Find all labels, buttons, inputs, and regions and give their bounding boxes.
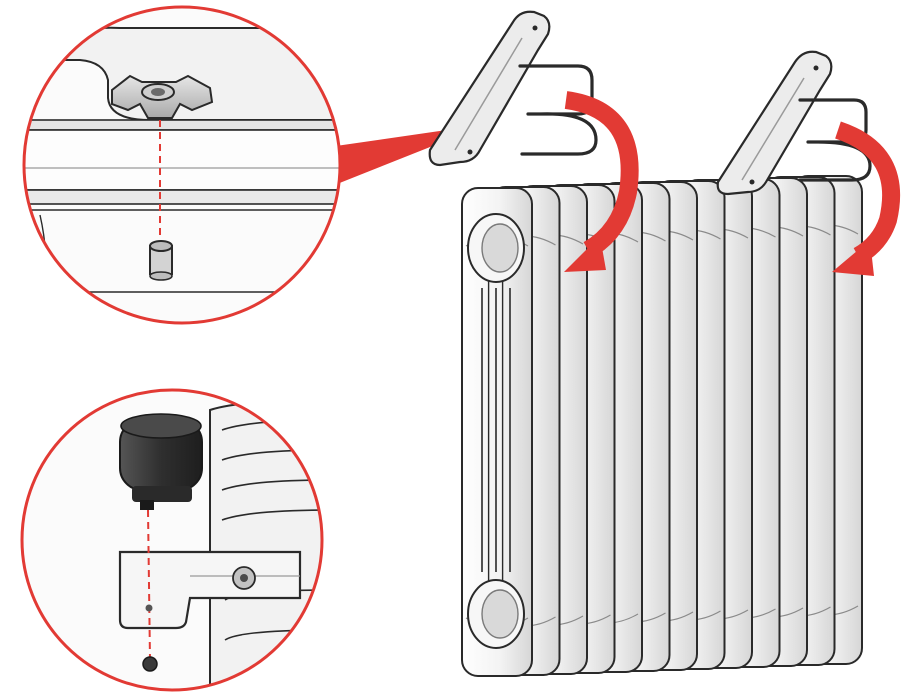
bracket-left bbox=[428, 10, 598, 167]
arrow-left bbox=[564, 91, 639, 272]
callout-fins bbox=[209, 398, 322, 690]
threaded-stud bbox=[149, 240, 173, 281]
radiator-front-caps bbox=[467, 213, 525, 649]
caster-wheel bbox=[119, 413, 203, 510]
radiator bbox=[461, 175, 863, 677]
wing-nut bbox=[111, 74, 214, 119]
bracket-right bbox=[716, 50, 872, 196]
callout-wing-nut bbox=[22, 5, 342, 325]
arrow-right bbox=[832, 121, 901, 276]
alignment-dash-bottom bbox=[147, 509, 151, 661]
base-nut bbox=[232, 566, 256, 590]
callout-caster-wheel bbox=[20, 388, 324, 692]
